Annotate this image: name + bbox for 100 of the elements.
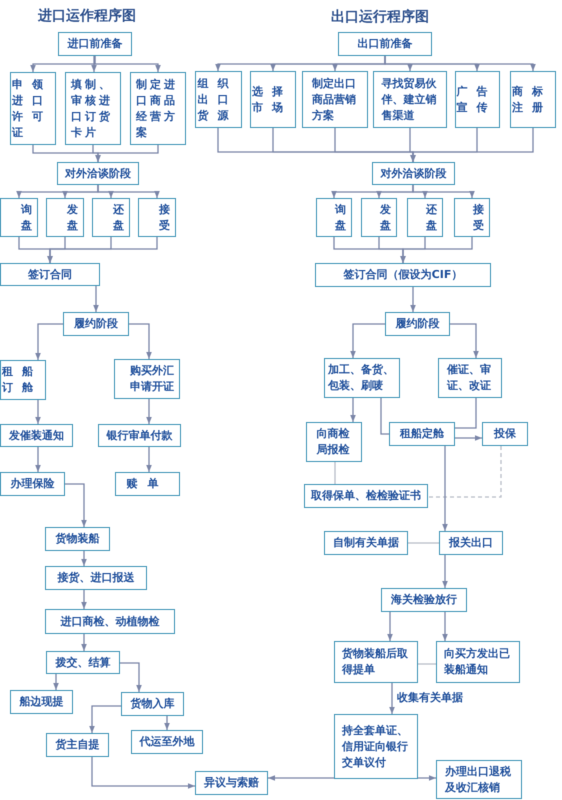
step-label: 广告宣传 [456, 84, 498, 116]
step-label: 还盘 [426, 202, 438, 234]
arrow [442, 446, 448, 531]
process-box [361, 198, 397, 237]
process-box [302, 71, 368, 128]
process-box [338, 32, 432, 56]
step-label: 租船定舱 [400, 426, 444, 442]
step-label: 申领进口许可证 [12, 76, 53, 140]
process-box [306, 422, 362, 462]
process-box [482, 422, 528, 446]
arrow [91, 757, 195, 789]
arrow [418, 775, 436, 781]
process-box [65, 72, 121, 145]
arrow [94, 56, 161, 72]
step-label: 租船订舱 [2, 364, 43, 396]
process-box [381, 588, 467, 612]
arrow [400, 237, 473, 263]
connector-line [418, 663, 436, 665]
process-box [114, 359, 180, 399]
arrow [81, 551, 87, 566]
step-label: 赎单 [126, 476, 168, 492]
step-label: 货主自提 [56, 737, 100, 753]
process-box [115, 472, 180, 496]
process-box [0, 424, 73, 447]
process-box [334, 641, 418, 683]
step-label: 履约阶段 [396, 316, 440, 332]
process-box [195, 771, 268, 795]
step-label: 填制、审核进口订货卡片 [71, 76, 114, 140]
process-box [98, 424, 181, 447]
arrow [35, 447, 41, 472]
step-label: 投保 [494, 426, 516, 442]
arrow [81, 634, 87, 651]
step-label: 办理出口退税及收汇核销 [445, 764, 512, 796]
arrow [47, 237, 158, 263]
process-box [389, 422, 455, 446]
arrow [120, 662, 142, 692]
connector-line [408, 542, 439, 544]
process-box [407, 198, 443, 237]
step-label: 接货、进口报送 [58, 570, 134, 586]
process-box [315, 263, 491, 287]
step-label: 船边现提 [20, 694, 64, 710]
arrow [146, 447, 152, 472]
step-label: 商标注册 [512, 84, 553, 116]
arrow [53, 674, 59, 690]
arrow [350, 323, 385, 358]
process-box [130, 72, 186, 145]
process-box [373, 71, 447, 128]
step-label: 签订合同 [28, 266, 72, 282]
process-box [46, 733, 109, 757]
step-label: 购买外汇申请开证 [130, 363, 175, 395]
arrow [164, 716, 170, 730]
arrow [450, 323, 479, 358]
process-box [372, 162, 455, 185]
step-label: 向买方发出已装船通知 [444, 646, 511, 678]
process-box [334, 714, 418, 779]
step-label: 办理保险 [10, 476, 54, 492]
connector-line [455, 398, 477, 429]
step-label: 报关出口 [449, 535, 493, 551]
section-label: 出口运行程序图 [331, 8, 429, 26]
process-box [439, 531, 503, 555]
step-label: 选择市场 [252, 84, 293, 116]
process-box [436, 760, 522, 799]
arrow [81, 590, 87, 609]
process-box [438, 358, 502, 398]
step-label: 询盘 [21, 202, 33, 234]
arrow [350, 398, 356, 422]
step-label: 持全套单证、信用证向银行交单议付 [342, 722, 409, 770]
step-label: 货物装船后取得提单 [342, 646, 409, 678]
arrow [387, 612, 393, 641]
process-box [92, 198, 130, 237]
step-label: 银行审单付款 [106, 428, 172, 444]
process-box [250, 71, 296, 128]
step-label: 加工、备货、包装、刷唛 [328, 362, 395, 394]
step-label: 自制有关单据 [333, 535, 399, 551]
arrow [146, 399, 152, 424]
process-box [46, 651, 120, 674]
step-label: 接受 [159, 202, 171, 234]
step-label: 进口商检、动植物检 [60, 614, 160, 630]
process-box [454, 198, 490, 237]
step-label: 海关检验放行 [391, 592, 457, 608]
process-box [0, 198, 38, 237]
step-label: 异议与索赔 [204, 775, 259, 791]
arrow [89, 705, 121, 733]
arrow [97, 185, 160, 198]
arrow [91, 56, 97, 72]
arrow [35, 323, 63, 360]
process-box [436, 641, 520, 683]
connector-line [334, 462, 336, 484]
process-box [63, 312, 129, 336]
process-box [0, 472, 65, 496]
process-box [324, 531, 408, 555]
arrow [384, 56, 536, 71]
arrow [129, 323, 152, 359]
step-label: 对外洽谈阶段 [65, 166, 131, 182]
process-box [45, 609, 175, 634]
process-box [455, 71, 500, 128]
step-label: 催证、审证、改证 [447, 362, 492, 394]
process-box [45, 566, 147, 590]
arrow [412, 185, 475, 198]
step-label: 对外洽谈阶段 [380, 166, 446, 182]
